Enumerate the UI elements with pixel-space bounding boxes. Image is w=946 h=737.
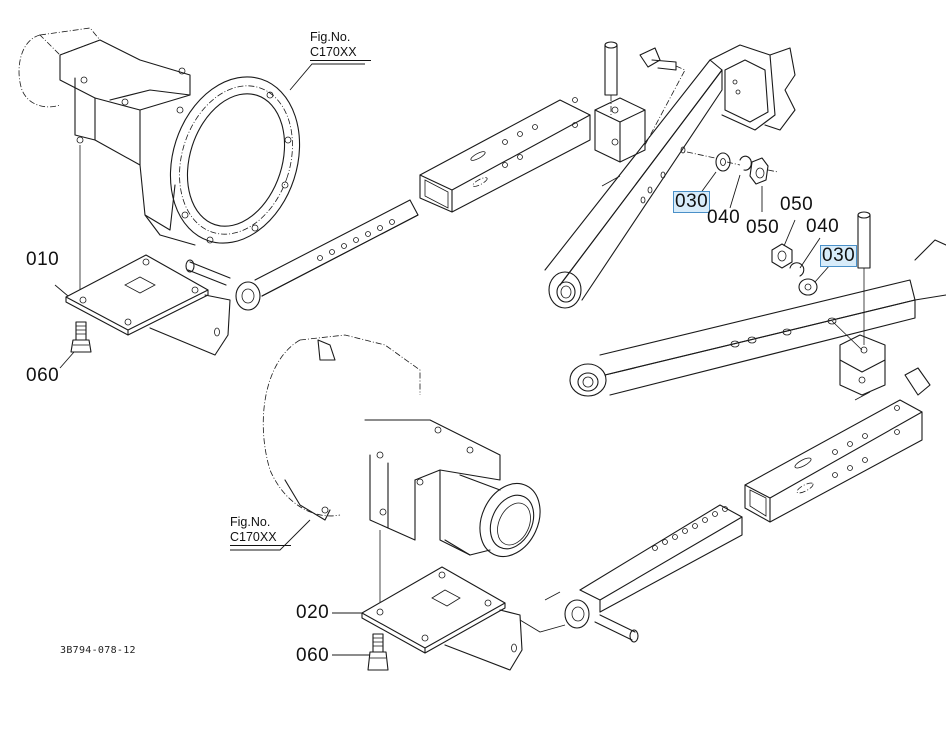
fig-ref-upper-line2: C170XX: [310, 45, 371, 61]
bracket-plate-010: [65, 254, 231, 356]
leader-040-upper: [729, 174, 741, 209]
callout-060-left[interactable]: 060: [26, 365, 60, 386]
fig-ref-upper[interactable]: Fig.No. C170XX: [310, 30, 371, 61]
callout-030-upper[interactable]: 030: [672, 191, 711, 213]
leader-010: [54, 284, 69, 297]
leader-050-lower: [783, 219, 796, 247]
leader-030-upper: [699, 171, 717, 195]
callout-020[interactable]: 020: [296, 602, 330, 623]
callout-040-lower[interactable]: 040: [806, 216, 840, 237]
fig-ref-lower[interactable]: Fig.No. C170XX: [230, 515, 291, 546]
callout-030-lower[interactable]: 030: [819, 245, 858, 267]
center-transmission-housing: [262, 334, 541, 557]
bracket-plate-020: [361, 566, 523, 671]
fasteners-upper: [715, 152, 779, 185]
drawing-code: 3B794-078-12: [60, 645, 136, 656]
fig-ref-leader-lower: [230, 519, 311, 551]
fig-ref-lower-line2: C170XX: [230, 530, 291, 546]
fig-ref-leader-upper: [289, 63, 365, 91]
fasteners-lower: [771, 243, 818, 296]
check-rod-upper: [185, 41, 686, 311]
leader-040-lower: [799, 237, 821, 269]
callout-050-upper[interactable]: 050: [746, 217, 780, 238]
fig-ref-lower-line1: Fig.No.: [230, 515, 271, 529]
upper-transmission-housing: [18, 27, 301, 246]
callout-050-lower[interactable]: 050: [780, 194, 814, 215]
callout-010[interactable]: 010: [26, 249, 60, 270]
bolt-060-center: [367, 633, 389, 671]
callout-060-center[interactable]: 060: [296, 645, 330, 666]
bolt-060-left: [70, 321, 92, 353]
leader-030-lower: [814, 264, 831, 283]
lower-link-arm-upper: [544, 44, 796, 309]
check-rod-lower: [519, 399, 923, 643]
fig-ref-upper-line1: Fig.No.: [310, 30, 351, 44]
callout-040-upper[interactable]: 040: [707, 207, 741, 228]
lower-link-arm-lower: [569, 211, 946, 401]
leader-060-left: [59, 351, 75, 369]
